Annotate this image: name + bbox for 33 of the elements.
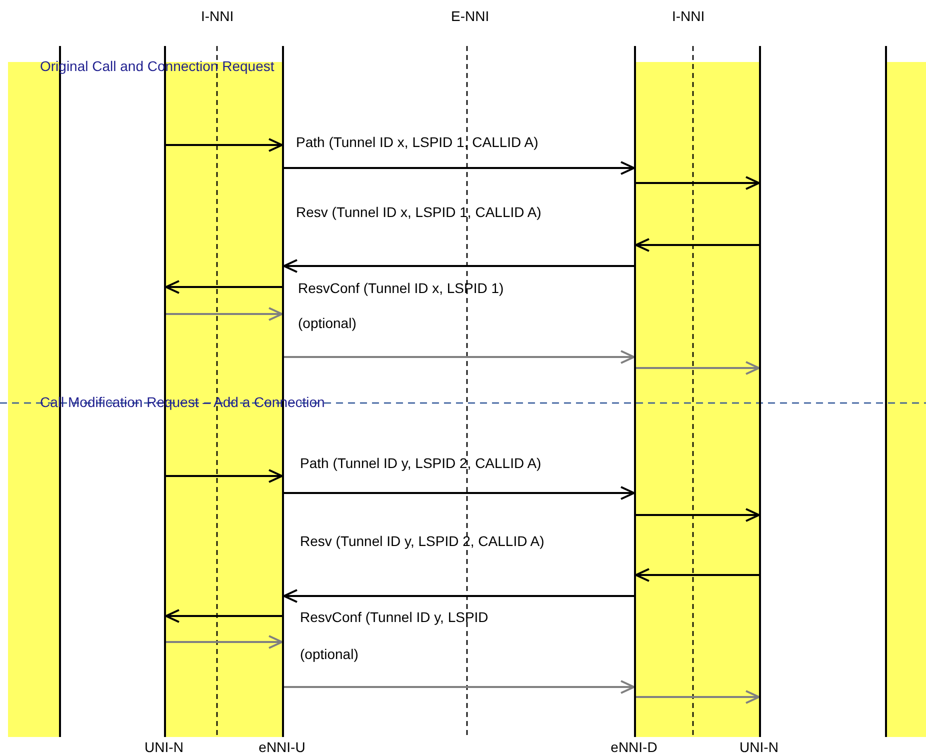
lifeline-label: UNI-N bbox=[740, 739, 778, 753]
message-arrow bbox=[166, 635, 283, 649]
message-arrow bbox=[636, 176, 760, 190]
lifeline bbox=[59, 46, 61, 737]
message-arrow bbox=[635, 568, 759, 582]
message-arrow bbox=[636, 508, 760, 522]
message-arrow bbox=[284, 486, 635, 500]
message-arrow bbox=[166, 469, 283, 483]
message-label: Path (Tunnel ID y, LSPID 2, CALLID A) bbox=[300, 455, 542, 471]
message-note: (optional) bbox=[300, 646, 358, 662]
message-arrow bbox=[284, 350, 635, 364]
message-note: (optional) bbox=[298, 315, 356, 331]
message-arrow bbox=[166, 138, 283, 152]
message-arrow bbox=[165, 280, 282, 294]
message-label: Resv (Tunnel ID x, LSPID 1, CALLID A) bbox=[296, 204, 542, 220]
message-arrow bbox=[283, 589, 634, 603]
message-arrow bbox=[636, 690, 760, 704]
message-arrow bbox=[166, 307, 283, 321]
message-label: ResvConf (Tunnel ID x, LSPID 1) bbox=[298, 280, 504, 296]
interface-label: E-NNI bbox=[451, 8, 490, 24]
message-arrow bbox=[636, 361, 760, 375]
message-arrow bbox=[284, 680, 635, 694]
message-label: ResvConf (Tunnel ID y, LSPID bbox=[300, 609, 488, 625]
message-arrow bbox=[283, 259, 634, 273]
message-arrow bbox=[635, 238, 759, 252]
lifeline-label: eNNI-D bbox=[610, 739, 658, 753]
message-arrow bbox=[284, 161, 635, 175]
interface-label: I-NNI bbox=[201, 8, 234, 24]
lifeline bbox=[885, 46, 887, 737]
lifeline-label: eNNI-U bbox=[258, 739, 306, 753]
interface-label: I-NNI bbox=[672, 8, 705, 24]
message-arrow bbox=[165, 609, 282, 623]
lifeline-label: UNI-N bbox=[144, 739, 184, 753]
